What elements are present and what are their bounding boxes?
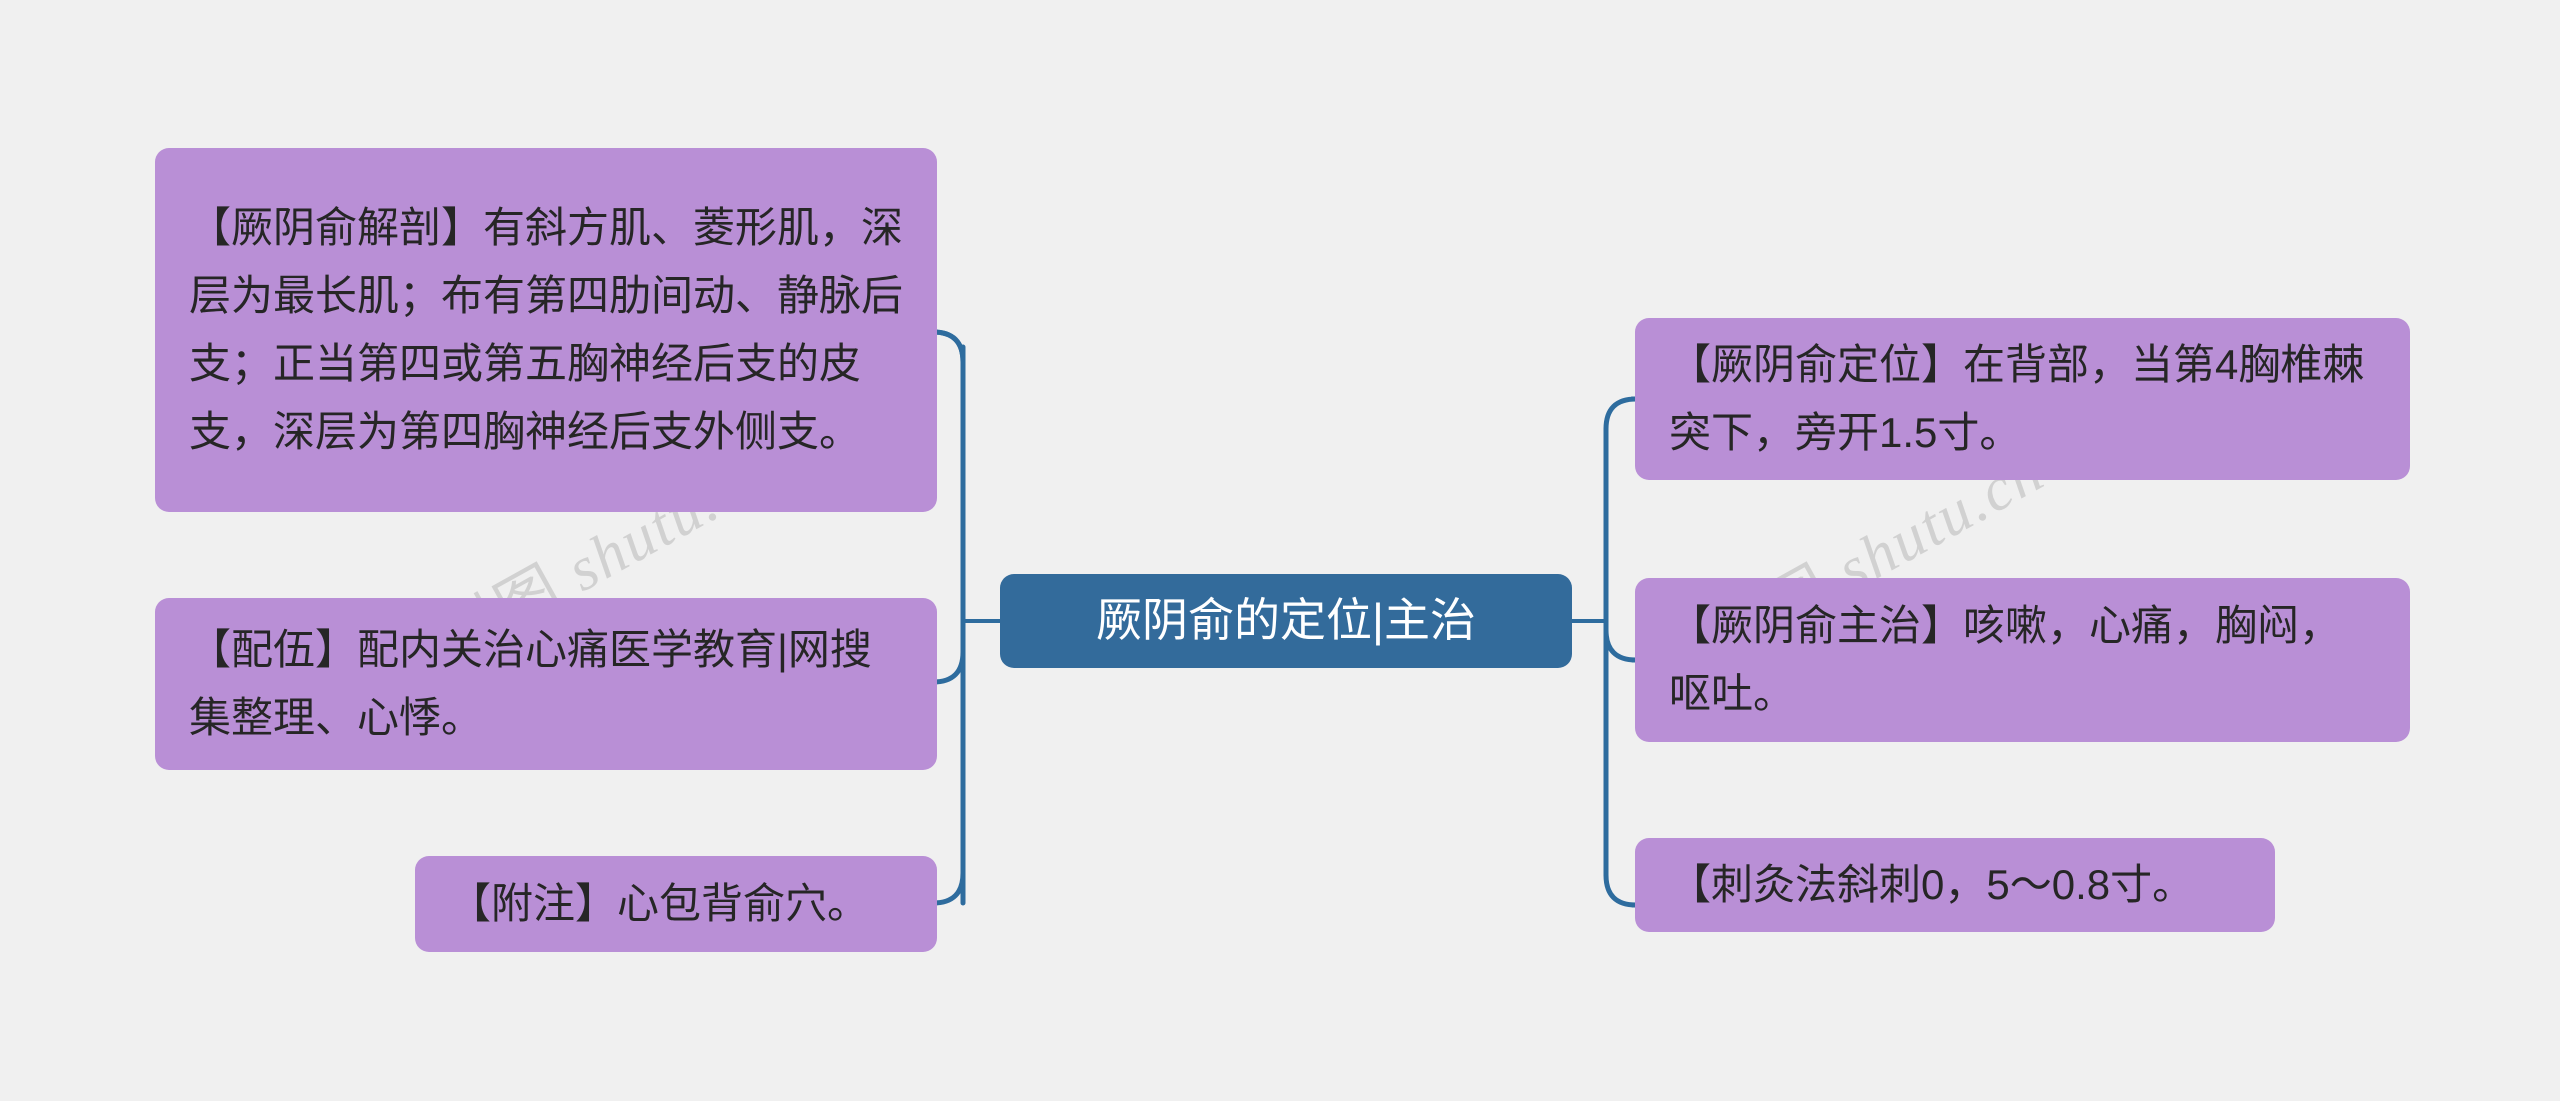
mindmap-node-indication[interactable]: 【厥阴俞主治】咳嗽，心痛，胸闷，呕吐。	[1635, 578, 2410, 742]
mindmap-node-note-label: 【附注】心包背俞穴。	[449, 879, 870, 927]
mindmap-node-pairing-label: 【配伍】配内关治心痛医学教育|网搜集整理、心悸。	[189, 625, 872, 741]
mindmap-root-label: 厥阴俞的定位|主治	[1096, 594, 1476, 647]
mindmap-node-needling[interactable]: 【刺灸法斜刺0，5～0.8寸。	[1635, 838, 2275, 932]
mindmap-node-location-label: 【厥阴俞定位】在背部，当第4胸椎棘突下，旁开1.5寸。	[1669, 340, 2365, 456]
mindmap-node-note[interactable]: 【附注】心包背俞穴。	[415, 856, 937, 952]
mindmap-node-location[interactable]: 【厥阴俞定位】在背部，当第4胸椎棘突下，旁开1.5寸。	[1635, 318, 2410, 480]
connector-right-needling	[1603, 872, 1639, 908]
mindmap-node-pairing[interactable]: 【配伍】配内关治心痛医学教育|网搜集整理、心悸。	[155, 598, 937, 770]
connector-left-anatomy	[930, 329, 966, 380]
mindmap-root-node[interactable]: 厥阴俞的定位|主治	[1000, 574, 1572, 668]
connector-left-pairing	[930, 649, 966, 685]
mindmap-node-anatomy[interactable]: 【厥阴俞解剖】有斜方肌、菱形肌，深层为最长肌；布有第四肋间动、静脉后支；正当第四…	[155, 148, 937, 512]
mindmap-node-needling-label: 【刺灸法斜刺0，5～0.8寸。	[1669, 860, 2195, 908]
mindmap-node-anatomy-label: 【厥阴俞解剖】有斜方肌、菱形肌，深层为最长肌；布有第四肋间动、静脉后支；正当第四…	[189, 203, 904, 456]
mindmap-node-indication-label: 【厥阴俞主治】咳嗽，心痛，胸闷，呕吐。	[1669, 601, 2342, 717]
connector-right-indication	[1603, 627, 1639, 663]
connector-left-note	[930, 870, 966, 906]
connector-right-location	[1603, 396, 1639, 432]
connector-left-anatomy-stem	[930, 329, 966, 365]
